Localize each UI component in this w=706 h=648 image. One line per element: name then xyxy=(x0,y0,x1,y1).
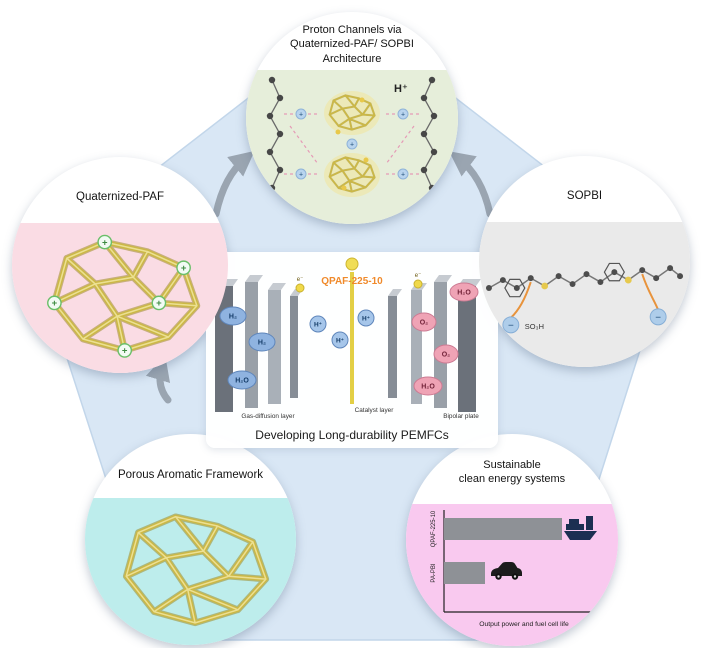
backbone-atoms xyxy=(485,265,684,292)
h2-molecule: H₂ xyxy=(258,340,266,347)
figure-caption: Developing Long-durability PEMFCs xyxy=(255,428,449,442)
sopbi-title: SOPBI xyxy=(566,190,603,202)
h2o-molecule: H₂O xyxy=(235,378,249,385)
sustainable-title-line1: Sustainable xyxy=(483,459,541,471)
sustainable-title-line2: clean energy systems xyxy=(458,473,566,486)
car-icon xyxy=(491,562,522,580)
membrane-top-bead xyxy=(345,257,359,271)
chart-x-label: Output power and fuel cell life xyxy=(479,621,569,628)
fuel-cell-schematic: H₂ H₂ H₂O H⁺ H⁺ H⁺ O₂ O₂ H₂O H₂O e⁻ e⁻ Q… xyxy=(215,257,481,420)
h2o-molecule: H₂O xyxy=(457,290,471,297)
svg-text:+: + xyxy=(299,172,303,179)
bar-label-papbi: PA-PBI xyxy=(431,563,437,583)
catalyst-label: Catalyst layer xyxy=(355,407,395,414)
proton-label: H⁺ xyxy=(394,83,408,95)
svg-text:+: + xyxy=(102,237,108,248)
proton-channels-title: Proton Channels via Quaternized-PAF/ SOP… xyxy=(246,12,458,66)
ship-icon xyxy=(564,516,597,540)
proton-channels-title-line1: Proton Channels via xyxy=(302,24,402,36)
quaternized-paf-title: Quaternized-PAF xyxy=(76,191,164,203)
bar-label-qpaf: QPAF-225-10 xyxy=(431,510,437,547)
so3h-label: SO₃H xyxy=(525,322,544,331)
svg-text:+: + xyxy=(122,346,128,357)
architecture-illustration: + + + + + H⁺ xyxy=(266,76,438,208)
cation-site-icons: + + + + + xyxy=(295,108,409,180)
svg-text:+: + xyxy=(401,172,405,179)
proton: H⁺ xyxy=(314,322,322,329)
minus-charge-icon xyxy=(502,316,520,334)
proton-channels-title-line3: Architecture xyxy=(322,52,382,65)
o2-molecule: O₂ xyxy=(442,352,451,359)
proton-dot-icons xyxy=(335,97,369,191)
gdl-label: Gas-diffusion layer xyxy=(241,413,295,420)
paf-title: Porous Aromatic Framework xyxy=(117,469,264,481)
svg-text:−: − xyxy=(655,312,661,323)
electron: e⁻ xyxy=(297,277,304,283)
circle-proton-channels: Proton Channels via Quaternized-PAF/ SOP… xyxy=(246,12,458,224)
svg-text:+: + xyxy=(52,298,58,309)
h2-molecule: H₂ xyxy=(229,314,237,321)
quaternized-paf-illustration: + + + + + xyxy=(47,234,201,358)
fuel-cell-panel: H₂ H₂ H₂O H⁺ H⁺ H⁺ O₂ O₂ H₂O H₂O e⁻ e⁻ Q… xyxy=(206,252,498,448)
arrow-left-to-top xyxy=(212,150,255,218)
bipolar-label: Bipolar plate xyxy=(443,413,479,420)
circle-sustainable-energy: Sustainable clean energy systems QPAF-22… xyxy=(406,434,618,646)
svg-text:+: + xyxy=(401,112,405,119)
h2o-molecule: H₂O xyxy=(421,384,435,391)
circle-porous-aromatic-framework: Porous Aromatic Framework xyxy=(85,434,296,645)
proton-channels-title-line2: Quaternized-PAF/ SOPBI xyxy=(290,38,414,51)
side-chain-right xyxy=(641,273,660,311)
bar-papbi xyxy=(444,562,485,584)
polymer-backbone xyxy=(488,267,681,289)
circle-quaternized-paf: Quaternized-PAF + + + + + xyxy=(12,157,228,373)
paf-network-illustration xyxy=(122,513,270,627)
paf-cluster-lower xyxy=(328,156,376,193)
proton: H⁺ xyxy=(362,316,370,323)
plus-charge-icons: + + + + + xyxy=(47,234,191,358)
paf-cluster-upper xyxy=(328,94,376,131)
svg-text:−: − xyxy=(508,320,514,331)
membrane-label: QPAF-225-10 xyxy=(321,276,383,287)
svg-text:+: + xyxy=(181,263,187,274)
sustainable-energy-title: Sustainable clean energy systems xyxy=(406,434,618,487)
polymer-chain-beads xyxy=(266,76,438,208)
svg-text:+: + xyxy=(350,142,354,149)
svg-text:+: + xyxy=(156,298,162,309)
sulfur-atom xyxy=(541,282,549,290)
bar-qpaf xyxy=(444,518,562,540)
proton: H⁺ xyxy=(336,338,344,345)
o2-molecule: O₂ xyxy=(420,320,429,327)
sopbi-illustration: − − SO₃H xyxy=(485,262,684,334)
electron: e⁻ xyxy=(415,273,422,279)
side-chain-left xyxy=(510,281,532,319)
circle-sopbi: SOPBI − xyxy=(479,156,690,367)
sulfur-atom xyxy=(624,276,632,284)
molecules: H₂ H₂ H₂O H⁺ H⁺ H⁺ O₂ O₂ H₂O H₂O e⁻ e⁻ xyxy=(219,273,479,396)
aromatic-rings xyxy=(504,262,626,298)
durability-bar-chart: QPAF-225-10 PA-PBI Output power and fuel… xyxy=(431,510,604,628)
arrow-right-to-top xyxy=(449,151,494,218)
minus-charge-icon xyxy=(649,308,667,326)
svg-text:+: + xyxy=(299,112,303,119)
